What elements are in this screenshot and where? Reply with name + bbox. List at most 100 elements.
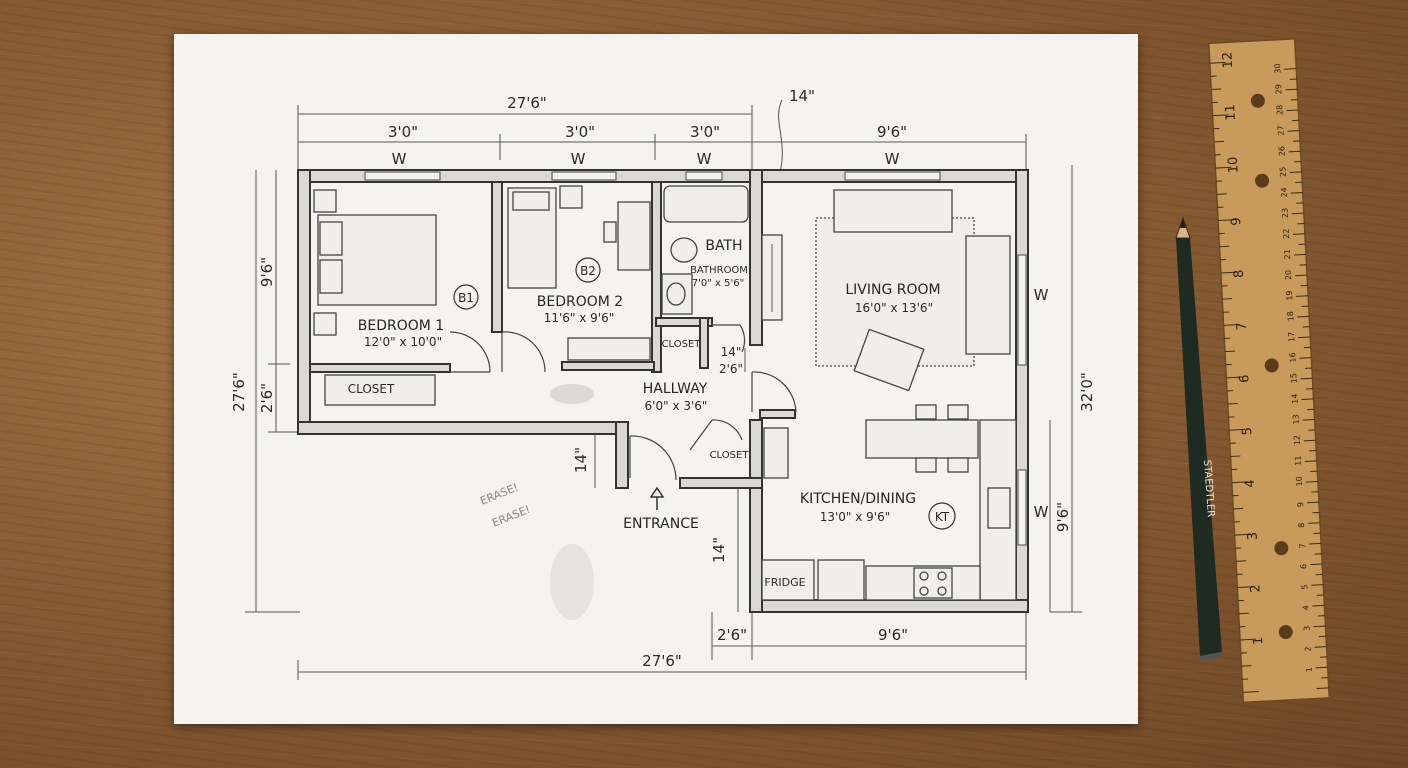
ruler-inch-number: 5	[1240, 427, 1255, 436]
ruler-cm-tick	[1302, 419, 1315, 421]
bottom-segment-dimension: 2'6"	[717, 626, 747, 644]
kitchen-size: 13'0" x 9'6"	[820, 510, 891, 524]
ruler-cm-tick	[1314, 646, 1327, 648]
ruler-inch-number: 3	[1245, 531, 1260, 540]
ruler-cm-number: 12	[1292, 435, 1302, 446]
top-segment-dimension: 3'0"	[690, 123, 720, 141]
ruler-inch-tick	[1211, 88, 1222, 90]
bedroom1-tag: B1	[458, 291, 474, 305]
right-segment-dimension: 9'6"	[1054, 502, 1072, 532]
top-note-dimension: 14"	[789, 87, 815, 105]
hall-dimension-26: 2'6"	[719, 362, 743, 376]
ruler-cm-number: 6	[1299, 564, 1308, 570]
hallway-label: HALLWAY	[643, 381, 708, 397]
window-mark: W	[1034, 503, 1049, 521]
ruler-inch-number: 11	[1223, 104, 1239, 121]
living-furniture	[761, 189, 1011, 392]
ruler-cm-tick	[1312, 604, 1325, 607]
ruler-cm-number: 2	[1304, 646, 1313, 652]
bedroom1-size: 12'0" x 10'0"	[364, 335, 442, 349]
bedroom1-furniture	[313, 189, 437, 406]
ruler-inch-tick	[1233, 507, 1244, 510]
ruler-cm-tick	[1286, 109, 1299, 112]
ruler-inch-number: 4	[1243, 479, 1258, 488]
erase-scribble: ERASE!	[490, 503, 532, 530]
ruler-cm-tick	[1293, 253, 1307, 256]
ruler-cm-number: 1	[1305, 667, 1314, 673]
living-room-label: LIVING ROOM	[845, 282, 940, 298]
bedroom2-furniture	[507, 185, 651, 361]
ruler-cm-number: 24	[1279, 187, 1289, 198]
ruler-cm-tick	[1292, 233, 1305, 235]
ruler-cm-tick	[1316, 687, 1329, 690]
bedroom2-tag: B2	[580, 264, 596, 278]
ruler-inch-tick	[1218, 219, 1235, 222]
bedroom1-tag-circle	[453, 284, 479, 310]
ruler-inch-tick	[1222, 298, 1233, 300]
eraser-smudge	[550, 384, 594, 404]
ruler-cm-number: 30	[1273, 63, 1283, 74]
ruler-inch-number: 10	[1226, 156, 1242, 173]
overall-right-dimension: 32'0"	[1078, 372, 1096, 412]
ruler-inch-tick	[1242, 691, 1259, 693]
ruler-cm-tick	[1296, 295, 1309, 297]
ruler-inch-tick	[1216, 193, 1227, 195]
ruler-inch-tick	[1227, 403, 1238, 405]
ruler-cm-number: 8	[1297, 522, 1306, 528]
ruler-cm-tick	[1304, 460, 1317, 462]
entry-dimension-14: 14"	[572, 447, 590, 473]
kitchen-furniture	[761, 404, 1017, 601]
ruler-inch-number: 12	[1220, 51, 1236, 68]
ruler-cm-number: 4	[1301, 605, 1310, 611]
ruler-inch-number: 7	[1234, 322, 1249, 331]
left-segment-dimension: 2'6"	[258, 383, 276, 413]
ruler-inch-number: 6	[1237, 374, 1252, 383]
eraser-smudge	[550, 544, 594, 620]
window-mark: W	[392, 150, 407, 168]
doors	[449, 324, 797, 481]
ruler-inch-tick	[1224, 350, 1235, 353]
pencil: STAEDTLER	[1175, 216, 1222, 660]
ruler-cm-tick	[1305, 480, 1318, 483]
pencil-brand: STAEDTLER	[1201, 459, 1216, 517]
kitchen-label: KITCHEN/DINING	[800, 491, 916, 507]
ruler-cm-tick	[1284, 68, 1297, 70]
bath-fixtures	[661, 185, 749, 315]
window-mark: W	[1034, 286, 1049, 304]
bottom-segment-dimension: 9'6"	[878, 626, 908, 644]
ruler-cm-tick	[1287, 130, 1300, 132]
ruler-cm-number: 21	[1283, 249, 1293, 260]
top-segment-dimension: 3'0"	[388, 123, 418, 141]
dimension-lines	[245, 99, 1082, 680]
ruler-cm-number: 29	[1274, 84, 1284, 95]
ruler-cm-tick	[1291, 212, 1304, 215]
ruler-cm-tick	[1313, 625, 1326, 628]
ruler-inch-tick	[1238, 612, 1249, 615]
ruler-cm-tick	[1303, 439, 1316, 442]
ruler-cm-number: 18	[1286, 311, 1296, 322]
bedroom1-label: BEDROOM 1	[358, 318, 444, 334]
ruler-cm-number: 25	[1278, 166, 1288, 177]
walls	[297, 169, 1029, 613]
ruler-cm-number: 27	[1276, 125, 1286, 136]
ruler-cm-tick	[1306, 501, 1319, 504]
ruler-cm-scale: 1234567891011121314151617181920212223242…	[1273, 63, 1329, 690]
ruler-cm-tick	[1315, 666, 1328, 669]
ruler-inch-number: 9	[1229, 217, 1244, 226]
top-segment-dimension: 9'6"	[877, 123, 907, 141]
ruler-cm-number: 5	[1300, 584, 1309, 590]
ruler-cm-tick	[1300, 377, 1313, 380]
closet-label: CLOSET	[662, 339, 702, 350]
ruler-cm-number: 7	[1298, 543, 1307, 549]
window-mark: W	[697, 150, 712, 168]
ruler-inch-tick	[1241, 665, 1252, 667]
ruler-cm-number: 10	[1295, 476, 1305, 487]
overall-top-dimension: 27'6"	[507, 94, 547, 112]
ruler-inch-tick	[1220, 271, 1237, 274]
ruler-inch-tick	[1230, 455, 1241, 457]
ruler-inch-tick	[1229, 428, 1246, 431]
overall-bottom-dimension: 27'6"	[642, 652, 682, 670]
ruler-cm-tick	[1290, 192, 1303, 194]
ruler-inch-tick	[1237, 586, 1254, 589]
